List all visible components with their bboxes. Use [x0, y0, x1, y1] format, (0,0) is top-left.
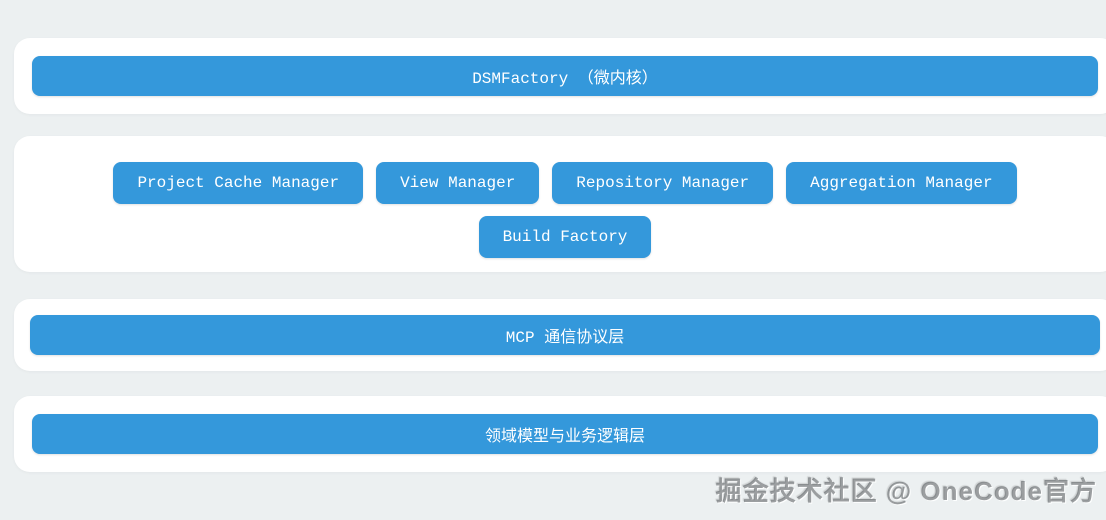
aggregation-manager-label: Aggregation Manager	[810, 174, 993, 192]
repository-manager-label: Repository Manager	[576, 174, 750, 192]
watermark: 掘金技术社区 @ OneCode官方	[715, 476, 1097, 506]
repository-manager-button[interactable]: Repository Manager	[552, 162, 774, 204]
managers-row-bottom: Build Factory	[32, 216, 1098, 258]
view-manager-label: View Manager	[400, 174, 516, 192]
build-factory-button[interactable]: Build Factory	[478, 216, 652, 258]
managers-row-top: Project Cache Manager View Manager Repos…	[32, 162, 1098, 204]
layer-card-domain: 领域模型与业务逻辑层	[14, 396, 1106, 472]
layer-card-kernel: DSMFactory （微内核）	[14, 38, 1106, 114]
aggregation-manager-button[interactable]: Aggregation Manager	[786, 162, 1017, 204]
project-cache-manager-label: Project Cache Manager	[137, 174, 340, 192]
mcp-layer-bar[interactable]: MCP 通信协议层	[30, 315, 1100, 355]
layer-card-mcp: MCP 通信协议层	[14, 299, 1106, 371]
mcp-layer-label: MCP 通信协议层	[505, 329, 625, 347]
layer-card-managers: Project Cache Manager View Manager Repos…	[14, 136, 1106, 272]
domain-layer-bar[interactable]: 领域模型与业务逻辑层	[32, 414, 1098, 454]
build-factory-label: Build Factory	[502, 228, 628, 246]
kernel-layer-bar[interactable]: DSMFactory （微内核）	[32, 56, 1098, 96]
kernel-layer-label: DSMFactory （微内核）	[472, 70, 658, 88]
project-cache-manager-button[interactable]: Project Cache Manager	[113, 162, 364, 204]
domain-layer-label: 领域模型与业务逻辑层	[484, 428, 645, 446]
view-manager-button[interactable]: View Manager	[376, 162, 540, 204]
